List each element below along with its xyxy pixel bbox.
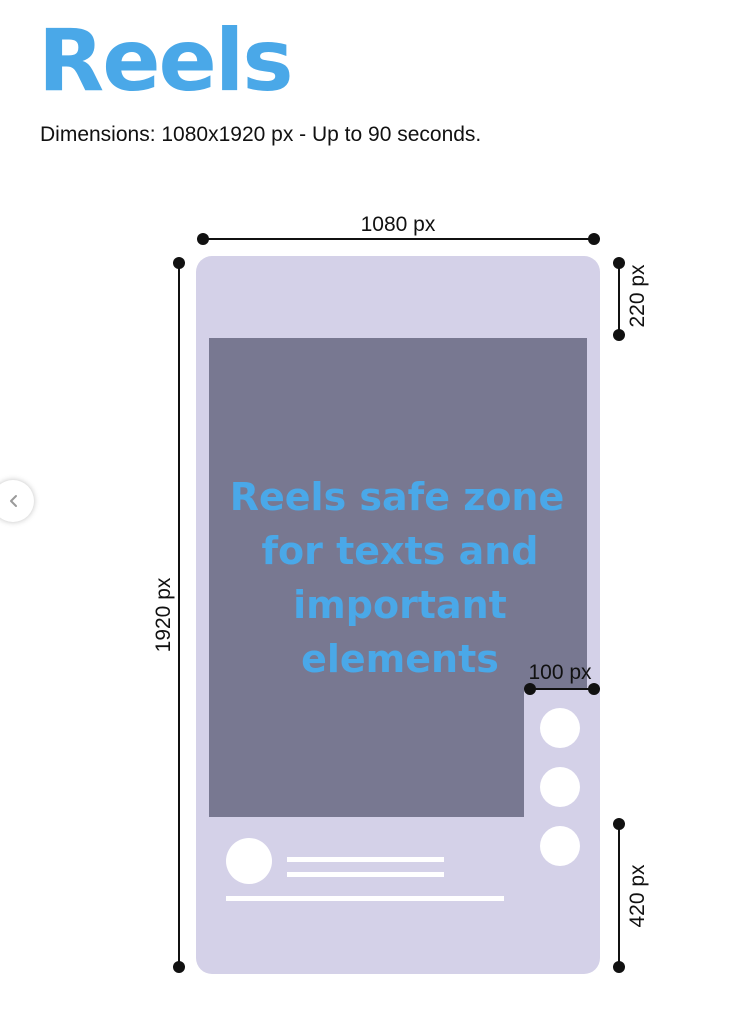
action-placeholder-1 bbox=[540, 708, 580, 748]
caption-line-placeholder-2 bbox=[287, 872, 444, 877]
page-title: Reels bbox=[38, 11, 294, 111]
height-measure bbox=[173, 257, 185, 973]
chevron-left-icon bbox=[10, 495, 17, 507]
top-margin-measure bbox=[613, 257, 625, 341]
safe-zone bbox=[209, 338, 587, 817]
right-margin-label: 100 px bbox=[528, 661, 592, 684]
width-measure bbox=[197, 233, 600, 245]
caption-line-placeholder-1 bbox=[287, 857, 444, 862]
safe-zone-text: Reels safe zone for texts and important … bbox=[230, 475, 565, 681]
width-label: 1080 px bbox=[361, 213, 436, 236]
carousel-prev-button[interactable] bbox=[0, 480, 34, 522]
avatar-placeholder bbox=[226, 838, 272, 884]
caption-line-placeholder-3 bbox=[226, 896, 504, 901]
action-placeholder-2 bbox=[540, 767, 580, 807]
page-subtitle: Dimensions: 1080x1920 px - Up to 90 seco… bbox=[40, 123, 482, 146]
bottom-margin-measure bbox=[613, 818, 625, 973]
safe-zone-line-3: important bbox=[293, 583, 507, 627]
top-margin-label: 220 px bbox=[626, 264, 649, 328]
height-label: 1920 px bbox=[152, 577, 175, 652]
safe-zone-line-2: for texts and bbox=[262, 529, 539, 573]
right-margin-measure bbox=[524, 683, 600, 695]
action-placeholder-3 bbox=[540, 826, 580, 866]
safe-zone-line-1: Reels safe zone bbox=[230, 475, 565, 519]
safe-zone-line-4: elements bbox=[301, 637, 499, 681]
bottom-margin-label: 420 px bbox=[626, 864, 649, 928]
